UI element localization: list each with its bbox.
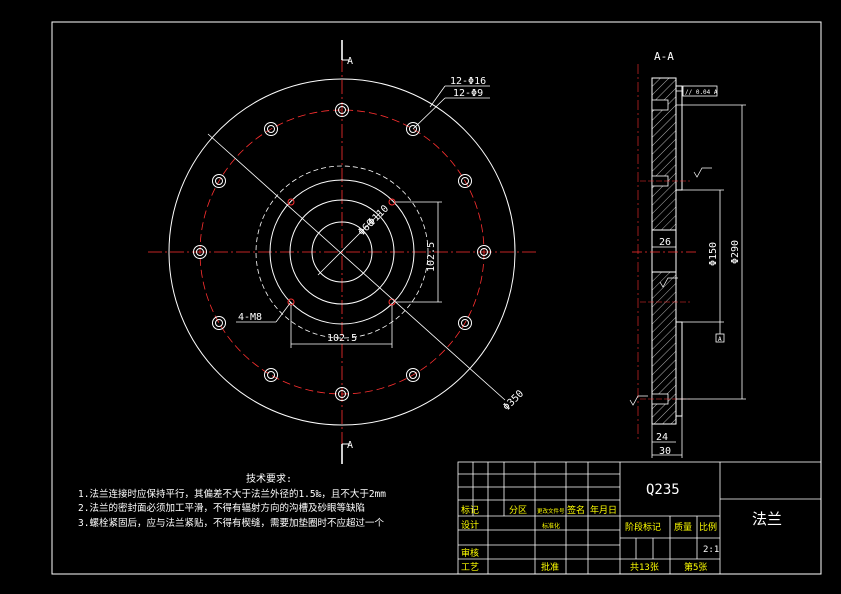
label-zone: 分区: [509, 505, 527, 516]
bolt-hole: [458, 316, 472, 330]
drawing-border: [51, 21, 822, 575]
part-name: 法兰: [752, 510, 782, 528]
bolt-hole: [264, 122, 278, 136]
leader-thread: [275, 301, 292, 323]
callout-holes-b: 12-Φ9: [453, 88, 483, 99]
section-bore: [651, 229, 677, 273]
bolt-hole: [212, 174, 226, 188]
title-block: [457, 461, 822, 575]
notes-title: 技术要求:: [246, 472, 292, 485]
title-block-text: Q235 法兰 标记 分区 更改文件号 签名 年月日 设计 标准化 阶段标记 质…: [461, 482, 782, 573]
leader-d60-d110: [317, 212, 381, 276]
label-review: 审核: [461, 547, 479, 559]
section-raised-face-lower: [675, 321, 683, 417]
bolt-hole: [335, 387, 349, 401]
dim-d150-text: Φ150: [708, 242, 719, 266]
scale-value: 2:1: [703, 545, 719, 555]
bolt-hole: [335, 103, 349, 117]
circle-d150-dashed: [255, 165, 429, 339]
bolt-hole: [193, 245, 207, 259]
label-sign: 签名: [567, 504, 585, 516]
callout-threads: 4-M8: [238, 312, 262, 323]
bolt-hole: [406, 368, 420, 382]
notes-line-3: 3.螺栓紧固后，应与法兰紧贴，不得有楔缝，需要加垫圈时不应超过一个: [78, 517, 384, 529]
label-approve: 批准: [541, 561, 559, 573]
label-weight: 质量: [674, 521, 692, 533]
leader-holes-2: [429, 85, 446, 108]
label-doc-no: 更改文件号: [537, 507, 565, 515]
callout-d110: Φ110: [366, 203, 391, 228]
material: Q235: [646, 482, 680, 498]
bolt-holes: [193, 103, 491, 401]
sheets-total: 共13张: [630, 562, 659, 573]
dim-24-text: 24: [656, 432, 668, 443]
bolt-hole: [406, 122, 420, 136]
section-view: A-A // 0.04 A Φ150: [629, 50, 746, 458]
flatness-text: // 0.04 A: [685, 89, 718, 96]
label-date: 年月日: [590, 504, 617, 516]
thread-hole: [287, 198, 295, 206]
circle-d60: [311, 221, 373, 283]
cut-label-bottom: A: [347, 440, 353, 451]
label-mark: 标记: [461, 504, 479, 516]
leader-holes: [412, 97, 446, 130]
outer-circle: [168, 78, 516, 426]
leader-d350: [207, 133, 506, 401]
bolt-hole: [477, 245, 491, 259]
label-process: 工艺: [461, 562, 479, 573]
callout-holes-a: 12-Φ16: [450, 76, 486, 87]
callout-dim-horizontal: 102.5: [327, 333, 357, 344]
notes-line-1: 1.法兰连接时应保持平行，其偏差不大于法兰外径的1.5‰，且不大于2mm: [78, 488, 386, 500]
section-thread-upper: [651, 99, 669, 111]
roughness-symbol: [659, 277, 678, 288]
circle-d110: [269, 179, 415, 325]
callout-d350: Φ350: [501, 388, 526, 413]
bolt-hole: [458, 174, 472, 188]
label-standardize: 标准化: [542, 522, 560, 530]
callout-dim-vertical: 102.5: [426, 242, 437, 272]
section-raised-face-upper: [675, 85, 683, 191]
bolt-hole: [264, 368, 278, 382]
cut-label-top: A: [347, 56, 353, 67]
bolt-circle: [199, 109, 485, 395]
dim-30-text: 30: [659, 446, 671, 457]
sheet-no: 第5张: [684, 561, 707, 573]
section-title: A-A: [654, 50, 674, 63]
dim-26-text: 26: [659, 237, 671, 248]
front-view: A A: [148, 40, 537, 464]
bolt-hole: [212, 316, 226, 330]
datum-text: A: [718, 336, 722, 343]
label-scale: 比例: [699, 521, 717, 533]
notes-line-2: 2.法兰的密封面必须加工平滑，不得有辐射方向的沟槽及砂眼等缺陷: [78, 502, 365, 514]
label-stage: 阶段标记: [625, 521, 661, 533]
circle-d60-outer: [289, 199, 395, 305]
label-design: 设计: [461, 519, 479, 531]
technical-notes: 技术要求: 1.法兰连接时应保持平行，其偏差不大于法兰外径的1.5‰，且不大于2…: [78, 472, 386, 529]
dim-d290-text: Φ290: [730, 240, 741, 264]
roughness-symbol: [629, 395, 648, 406]
roughness-symbol: [693, 167, 712, 178]
